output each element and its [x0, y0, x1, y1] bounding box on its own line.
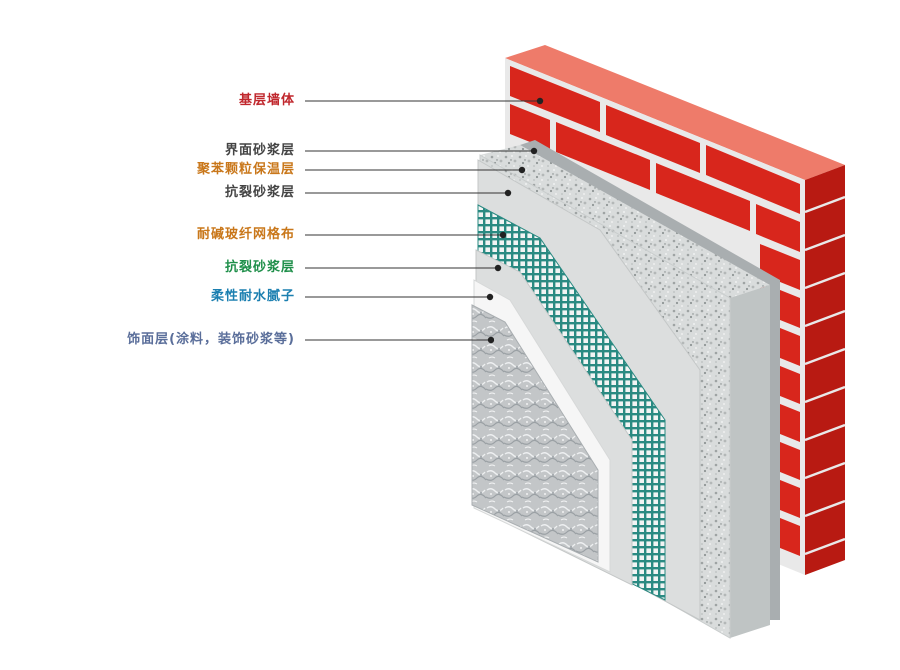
- label-base-wall: 基层墙体: [238, 93, 295, 108]
- leader-lines: [305, 100, 540, 341]
- label-interface-mortar: 界面砂浆层: [224, 143, 295, 158]
- label-fiberglass-mesh: 耐碱玻纤网格布: [196, 227, 295, 242]
- label-insulation: 聚苯颗粒保温层: [196, 162, 295, 177]
- label-finish: 饰面层(涂料，装饰砂浆等): [127, 332, 295, 347]
- label-putty: 柔性耐水腻子: [210, 289, 295, 304]
- label-anti-crack-mortar-1: 抗裂砂浆层: [224, 185, 295, 200]
- finish-layer: [471, 304, 599, 563]
- leader-dots: [486, 97, 544, 344]
- label-anti-crack-mortar-2: 抗裂砂浆层: [224, 260, 295, 275]
